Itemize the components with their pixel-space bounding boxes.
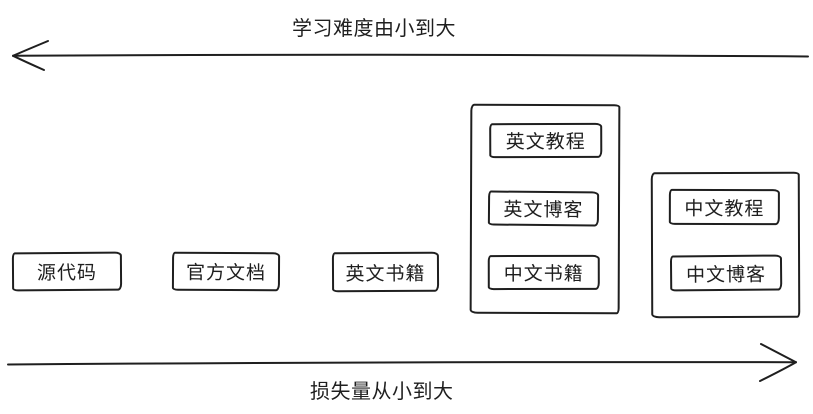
top-axis-label: 学习难度由小到大	[292, 18, 456, 40]
top-axis-arrow-left	[12, 40, 809, 71]
box-english-tutorial-label: 英文教程	[505, 131, 586, 154]
box-source-code: 源代码	[11, 251, 123, 292]
group-box-chinese-cluster: 中文教程 中文博客	[650, 171, 801, 319]
box-chinese-tutorial: 中文教程	[668, 188, 780, 226]
box-chinese-tutorial-label: 中文教程	[684, 198, 765, 220]
box-english-tutorial: 英文教程	[489, 122, 603, 159]
box-chinese-books-label: 中文书籍	[503, 263, 584, 286]
box-chinese-blog: 中文博客	[669, 254, 783, 292]
box-official-docs: 官方文档	[171, 251, 281, 292]
bottom-axis-label: 损失量从小到大	[310, 381, 454, 403]
box-chinese-blog-label: 中文博客	[686, 264, 767, 286]
box-english-blog: 英文博客	[487, 190, 600, 227]
box-english-books-label: 英文书籍	[345, 263, 426, 285]
box-english-blog-label: 英文博客	[503, 199, 584, 222]
box-source-code-label: 源代码	[36, 262, 98, 285]
group-box-english-cluster: 英文教程 英文博客 中文书籍	[469, 103, 621, 315]
box-english-books: 英文书籍	[331, 251, 440, 293]
box-official-docs-label: 官方文档	[185, 262, 267, 285]
box-chinese-books: 中文书籍	[487, 254, 600, 291]
